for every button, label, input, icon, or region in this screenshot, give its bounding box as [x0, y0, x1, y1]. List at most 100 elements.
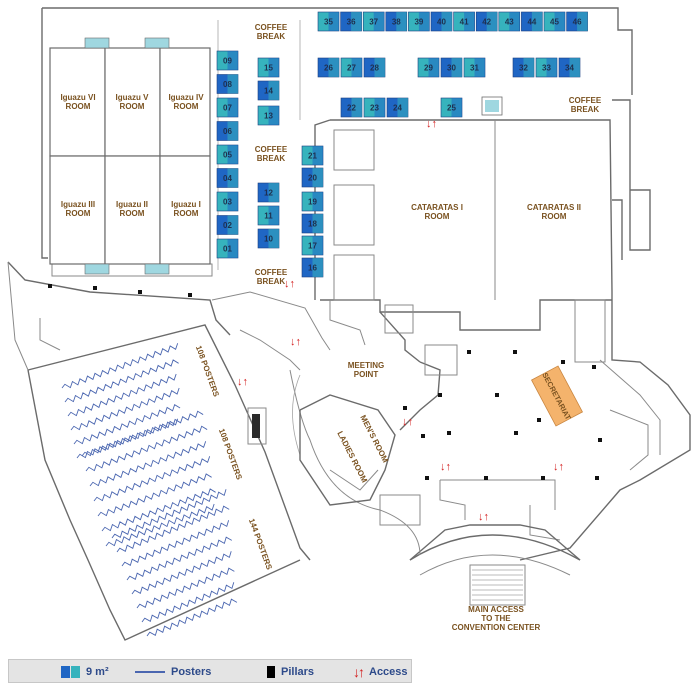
pillar — [138, 290, 142, 294]
poster-line — [131, 551, 232, 595]
pillar — [403, 406, 407, 410]
booth-shade-45 — [554, 12, 565, 31]
booth-label-41: 41 — [460, 18, 469, 27]
pillar — [561, 360, 565, 364]
access-arrow-icon: ↓↑ — [402, 416, 413, 428]
booth-label-03: 03 — [223, 198, 232, 207]
pillar — [425, 476, 429, 480]
booth-label-10: 10 — [264, 235, 273, 244]
booth-shade-23 — [374, 98, 385, 117]
booth-label-14: 14 — [264, 87, 273, 96]
poster-line — [146, 598, 238, 637]
pillar — [48, 284, 52, 288]
booth-shade-03 — [227, 192, 238, 211]
poster-line — [136, 567, 235, 609]
booth-shade-39 — [418, 12, 430, 31]
booth-shade-13 — [268, 106, 279, 125]
access-arrow-icon: ↓↑ — [440, 461, 451, 473]
booth-label-40: 40 — [437, 18, 446, 27]
booth-label-30: 30 — [447, 64, 456, 73]
pillar — [537, 418, 541, 422]
pillar — [598, 438, 602, 442]
booth-label-27: 27 — [347, 64, 356, 73]
booth-label-09: 09 — [223, 57, 232, 66]
legend-posters: Posters — [135, 664, 211, 680]
booth-shade-30 — [451, 58, 462, 77]
booth-shade-44 — [531, 12, 543, 31]
booth-label-17: 17 — [308, 242, 317, 251]
pillar — [595, 476, 599, 480]
pillar — [421, 434, 425, 438]
booth-shade-20 — [312, 168, 323, 187]
booth-label-18: 18 — [308, 220, 317, 229]
booth-label-45: 45 — [550, 18, 559, 27]
booth-shade-43 — [509, 12, 520, 31]
legend-access: ↓↑ Access — [353, 664, 408, 680]
booth-shade-05 — [227, 145, 238, 164]
booth-label-21: 21 — [308, 152, 317, 161]
legend-posters-line-icon — [135, 671, 165, 673]
booth-label-28: 28 — [370, 64, 379, 73]
poster-line — [141, 582, 235, 623]
access-arrow-icon: ↓↑ — [284, 278, 295, 290]
access-arrow-icon: ↓↑ — [290, 336, 301, 348]
booth-label-15: 15 — [264, 64, 273, 73]
booth-label-37: 37 — [369, 18, 378, 27]
booth-label-12: 12 — [264, 189, 273, 198]
poster-line — [101, 488, 216, 532]
poster-line — [76, 418, 179, 459]
booth-shade-42 — [486, 12, 498, 31]
poster-line — [126, 536, 233, 581]
booth-shade-32 — [523, 58, 534, 77]
poster-line — [85, 425, 208, 472]
access-arrow-icon: ↓↑ — [478, 511, 489, 523]
pillar — [93, 286, 97, 290]
booth-shade-27 — [351, 58, 362, 77]
pillar — [514, 431, 518, 435]
booth-label-22: 22 — [347, 104, 356, 113]
booth-shade-17 — [312, 236, 323, 255]
poster-line — [81, 410, 204, 457]
poster-line — [70, 387, 180, 431]
booth-shade-37 — [373, 12, 385, 31]
booth-label-25: 25 — [447, 104, 456, 113]
pillar — [467, 350, 471, 354]
poster-line — [93, 456, 211, 502]
legend: 9 m² Posters Pillars ↓↑ Access — [8, 659, 412, 683]
booth-shade-16 — [312, 258, 323, 277]
booth-shade-24 — [397, 98, 408, 117]
access-arrow-icon: ↓↑ — [237, 376, 248, 388]
booth-shade-33 — [546, 58, 557, 77]
booth-shade-34 — [569, 58, 580, 77]
booth-label-11: 11 — [264, 212, 273, 221]
booth-shade-06 — [227, 121, 238, 141]
booth-shade-15 — [268, 58, 279, 77]
poster-line — [97, 473, 212, 517]
booth-shade-07 — [227, 98, 238, 117]
booth-shade-09 — [227, 51, 238, 70]
booth-label-20: 20 — [308, 174, 317, 183]
legend-booth-label: 9 m² — [86, 666, 109, 678]
legend-access-arrows-icon: ↓↑ — [353, 664, 365, 680]
booth-shade-28 — [374, 58, 385, 77]
legend-pillars-label: Pillars — [281, 666, 315, 678]
booth-label-44: 44 — [527, 18, 536, 27]
booth-label-24: 24 — [393, 104, 402, 113]
ladies-room-label: LADIES ROOM — [335, 430, 369, 485]
booth-label-36: 36 — [347, 18, 356, 27]
booth-label-26: 26 — [324, 64, 333, 73]
pillar — [484, 476, 488, 480]
booth-label-01: 01 — [223, 245, 232, 254]
pillar — [438, 393, 442, 397]
booth-label-02: 02 — [223, 221, 232, 230]
booth-label-04: 04 — [223, 174, 232, 183]
booth-shade-38 — [396, 12, 407, 31]
